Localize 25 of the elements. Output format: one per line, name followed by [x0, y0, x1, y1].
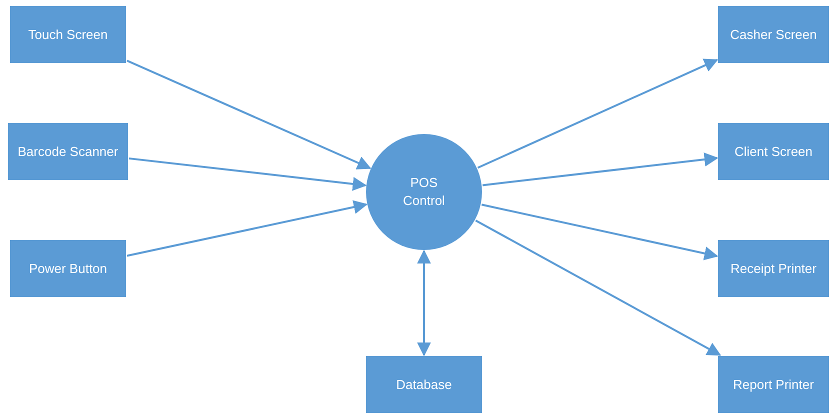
node-label: POS Control [402, 174, 446, 210]
node-label: Client Screen [734, 142, 813, 160]
entity-box [718, 6, 829, 63]
node-label: Report Printer [733, 376, 814, 394]
arrow [477, 58, 718, 169]
arrow [482, 152, 718, 186]
node-label: Power Button [28, 260, 108, 278]
arrow [475, 220, 722, 356]
entity-box [718, 240, 829, 297]
entity-box [718, 123, 829, 180]
arrow [126, 60, 372, 170]
entity-box [718, 356, 829, 413]
node-label: Receipt Printer [730, 260, 816, 278]
entity-box [8, 123, 128, 180]
entity-box [366, 356, 482, 413]
arrow [481, 204, 718, 260]
entity-box [10, 6, 126, 63]
node-label: Touch Screen [28, 26, 108, 44]
arrow [417, 250, 431, 356]
arrow [126, 200, 368, 257]
entity-box [10, 240, 126, 297]
node-label: Barcode Scanner [18, 142, 118, 160]
arrow [128, 157, 367, 191]
node-label: Casher Screen [730, 26, 817, 44]
node-label: Database [396, 376, 452, 394]
